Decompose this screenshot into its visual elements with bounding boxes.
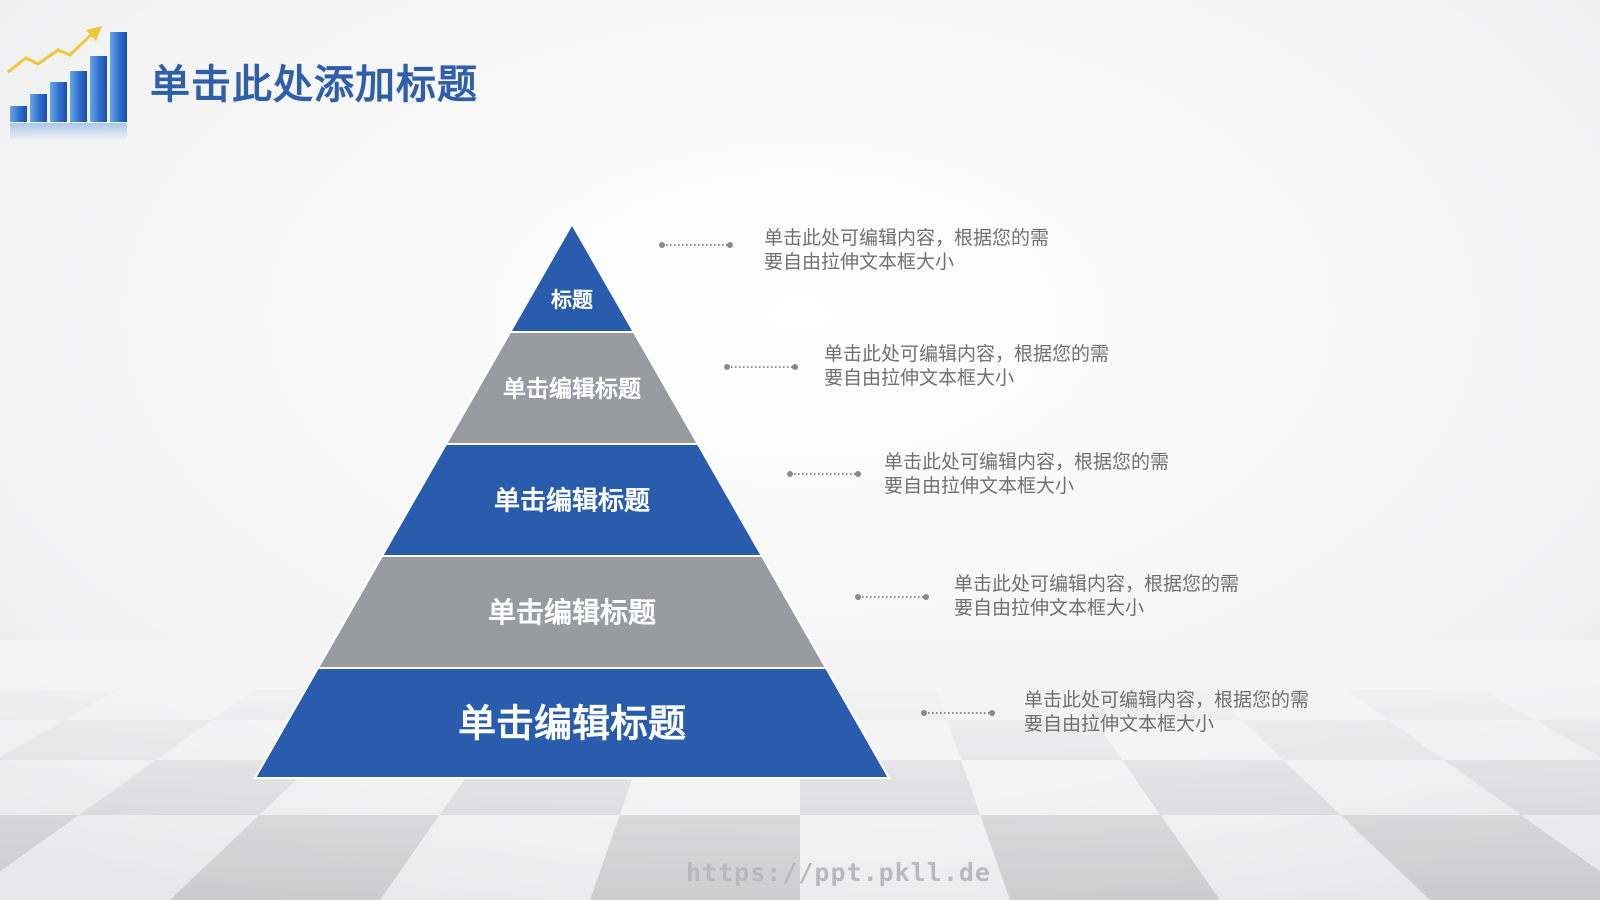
description-line: 单击此处可编辑内容，根据您的需 xyxy=(884,451,1170,473)
pyramid-level-label[interactable]: 单击编辑标题 xyxy=(488,596,656,629)
connector-dot xyxy=(855,471,861,477)
pyramid-level-5[interactable] xyxy=(253,667,891,779)
pyramid-level-label[interactable]: 标题 xyxy=(551,288,594,312)
connector-dot xyxy=(787,471,793,477)
description-3[interactable]: 单击此处可编辑内容，根据您的需 要自由拉伸文本框大小 xyxy=(884,450,1169,498)
connector-dot xyxy=(921,710,927,716)
bar-chart-growth-icon xyxy=(7,26,127,141)
page-title[interactable]: 单击此处添加标题 xyxy=(150,62,478,108)
description-line: 单击此处可编辑内容，根据您的需 xyxy=(764,227,1050,249)
description-line: 单击此处可编辑内容，根据您的需 xyxy=(1024,689,1310,711)
description-line: 要自由拉伸文本框大小 xyxy=(884,475,1075,497)
connector-dot xyxy=(659,242,665,248)
description-line: 要自由拉伸文本框大小 xyxy=(824,367,1015,389)
connector-dot xyxy=(855,594,861,600)
connector-dot xyxy=(989,710,995,716)
connector-dot xyxy=(724,364,730,370)
connector-dot xyxy=(727,242,733,248)
description-2[interactable]: 单击此处可编辑内容，根据您的需 要自由拉伸文本框大小 xyxy=(824,342,1109,390)
description-4[interactable]: 单击此处可编辑内容，根据您的需 要自由拉伸文本框大小 xyxy=(954,572,1239,620)
watermark-url: https://ppt.pkll.de xyxy=(686,858,991,887)
description-line: 要自由拉伸文本框大小 xyxy=(764,251,955,273)
connector-dot xyxy=(923,594,929,600)
description-line: 要自由拉伸文本框大小 xyxy=(1024,713,1215,735)
pyramid-level-label[interactable]: 单击编辑标题 xyxy=(494,485,650,516)
pyramid-level-label[interactable]: 单击编辑标题 xyxy=(503,375,641,402)
description-line: 单击此处可编辑内容，根据您的需 xyxy=(824,343,1110,365)
description-1[interactable]: 单击此处可编辑内容，根据您的需 要自由拉伸文本框大小 xyxy=(764,226,1049,274)
description-line: 单击此处可编辑内容，根据您的需 xyxy=(954,573,1240,595)
description-line: 要自由拉伸文本框大小 xyxy=(954,597,1145,619)
connector-dot xyxy=(792,364,798,370)
pyramid-level-label[interactable]: 单击编辑标题 xyxy=(458,702,686,746)
description-5[interactable]: 单击此处可编辑内容，根据您的需 要自由拉伸文本框大小 xyxy=(1024,688,1309,736)
